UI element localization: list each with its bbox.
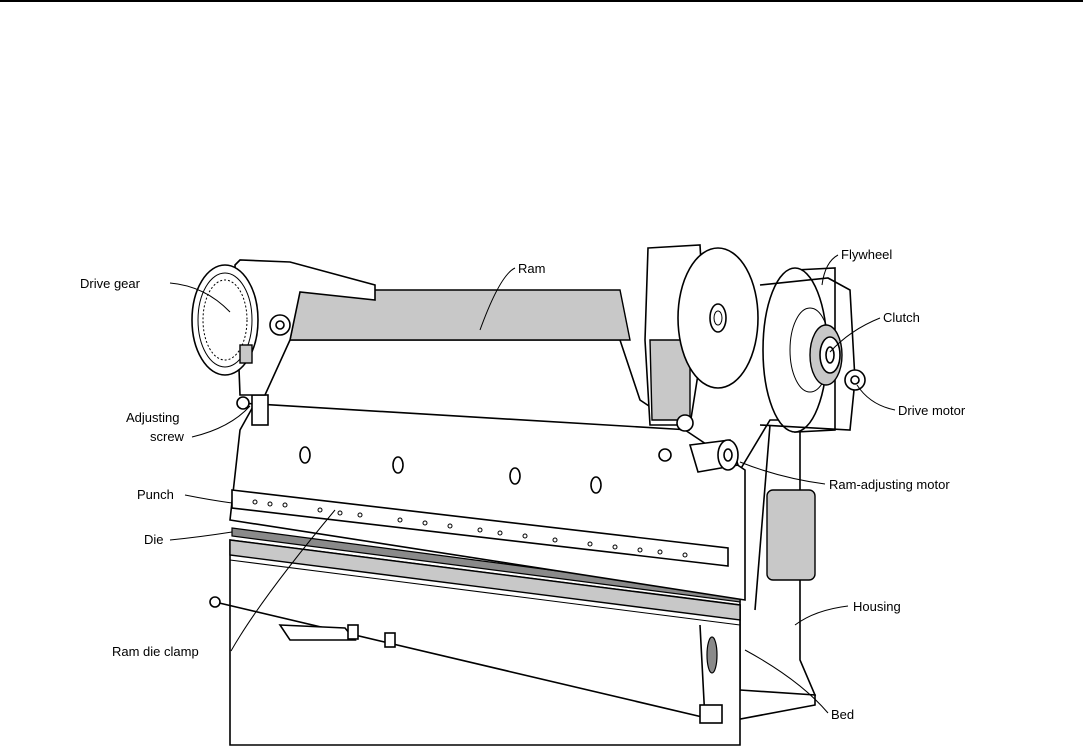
- label-ram: Ram: [518, 261, 545, 276]
- label-adjusting-screw-line1: Adjusting: [126, 410, 179, 425]
- foot-pedal: [280, 625, 355, 640]
- left-pivot-outer: [270, 315, 290, 335]
- label-drive-motor: Drive motor: [898, 403, 966, 418]
- press-brake-illustration: [192, 245, 865, 745]
- rear-flywheel-disc: [678, 248, 758, 388]
- label-clutch: Clutch: [883, 310, 920, 325]
- housing-foot: [735, 690, 815, 720]
- drive-motor: [845, 370, 865, 390]
- label-flywheel: Flywheel: [841, 247, 892, 262]
- rod-collar: [385, 633, 395, 647]
- label-die: Die: [144, 532, 164, 547]
- adjusting-screw-knob-left: [237, 397, 249, 409]
- label-housing: Housing: [853, 599, 901, 614]
- clutch-assembly: [810, 325, 842, 385]
- adjusting-screw-block: [252, 395, 268, 425]
- left-arm-block: [240, 345, 252, 363]
- control-box: [767, 490, 815, 580]
- label-drive-gear: Drive gear: [80, 276, 141, 291]
- label-ram-adjusting-motor: Ram-adjusting motor: [829, 477, 950, 492]
- ram-top-face: [290, 290, 630, 340]
- label-bed: Bed: [831, 707, 854, 722]
- label-punch: Punch: [137, 487, 174, 502]
- label-adjusting-screw-line2: screw: [150, 429, 185, 444]
- label-ram-die-clamp: Ram die clamp: [112, 644, 199, 659]
